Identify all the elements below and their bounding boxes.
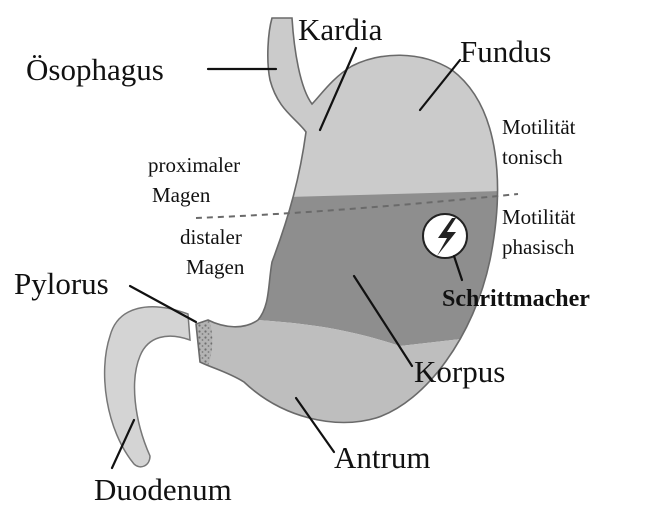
pacemaker-icon (423, 214, 467, 258)
label-duodenum: Duodenum (94, 472, 232, 507)
label-distaler-2: Magen (186, 255, 245, 279)
label-korpus: Korpus (414, 354, 505, 389)
label-proximaler-1: proximaler (148, 153, 240, 177)
label-kardia: Kardia (298, 12, 383, 47)
label-pylorus: Pylorus (14, 266, 109, 301)
label-antrum: Antrum (334, 440, 430, 475)
label-motilitaet-phasisch-1: Motilität (502, 205, 576, 229)
stomach-body (175, 0, 540, 507)
label-proximaler-2: Magen (152, 183, 211, 207)
label-distaler-1: distaler (180, 225, 242, 249)
label-fundus: Fundus (460, 34, 551, 69)
label-motilitaet-tonisch-1: Motilität (502, 115, 576, 139)
duodenum-shape (105, 307, 190, 467)
label-oesophagus: Ösophagus (26, 52, 164, 87)
label-motilitaet-phasisch-2: phasisch (502, 235, 575, 259)
label-schrittmacher: Schrittmacher (442, 286, 590, 312)
label-motilitaet-tonisch-2: tonisch (502, 145, 563, 169)
